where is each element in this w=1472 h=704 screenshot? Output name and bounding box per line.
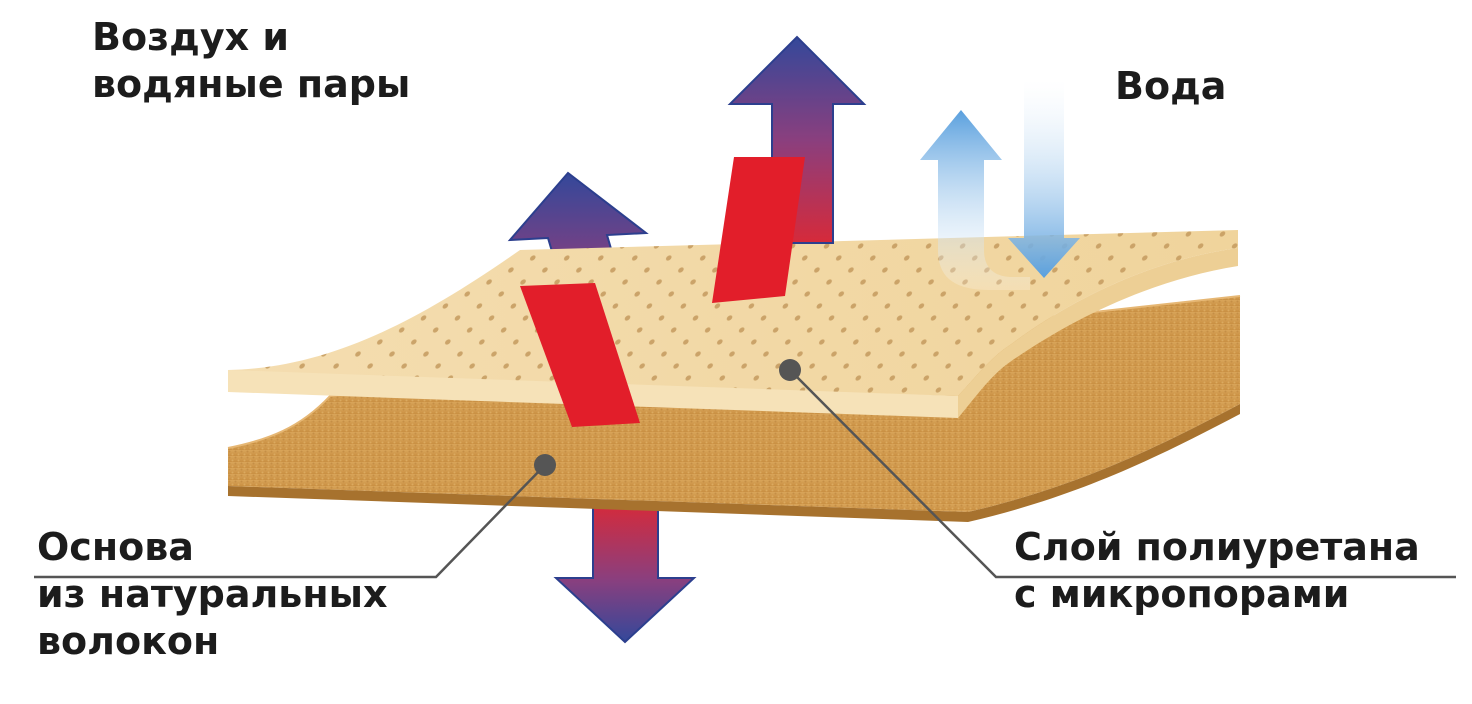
label-polyurethane-line2: с микропорами (1014, 572, 1350, 616)
vapor-arrow-down-icon (553, 502, 697, 644)
label-base-line2: из натуральных (37, 572, 388, 616)
callout-line-polyurethane (789, 369, 1456, 579)
label-polyurethane-line1: Слой полиуретана (1014, 525, 1420, 569)
label-air-vapor: Воздух и водяные пары (92, 14, 410, 108)
label-polyurethane: Слой полиуретана с микропорами (1014, 524, 1420, 618)
label-air-vapor-line2: водяные пары (92, 62, 411, 106)
label-air-vapor-line1: Воздух и (92, 15, 289, 59)
flow-band-left (520, 283, 640, 427)
callout-dot-polyurethane (779, 359, 801, 381)
label-base: Основа из натуральных волокон (37, 524, 387, 665)
label-base-line3: волокон (37, 619, 220, 663)
flow-band-right (712, 157, 805, 303)
label-water: Вода (1115, 64, 1227, 108)
callout-line-base (34, 464, 546, 579)
water-arrow-down-icon (1008, 80, 1080, 278)
label-base-line1: Основа (37, 525, 194, 569)
callout-dot-base (534, 454, 556, 476)
water-arrow-up-icon (920, 110, 1030, 290)
